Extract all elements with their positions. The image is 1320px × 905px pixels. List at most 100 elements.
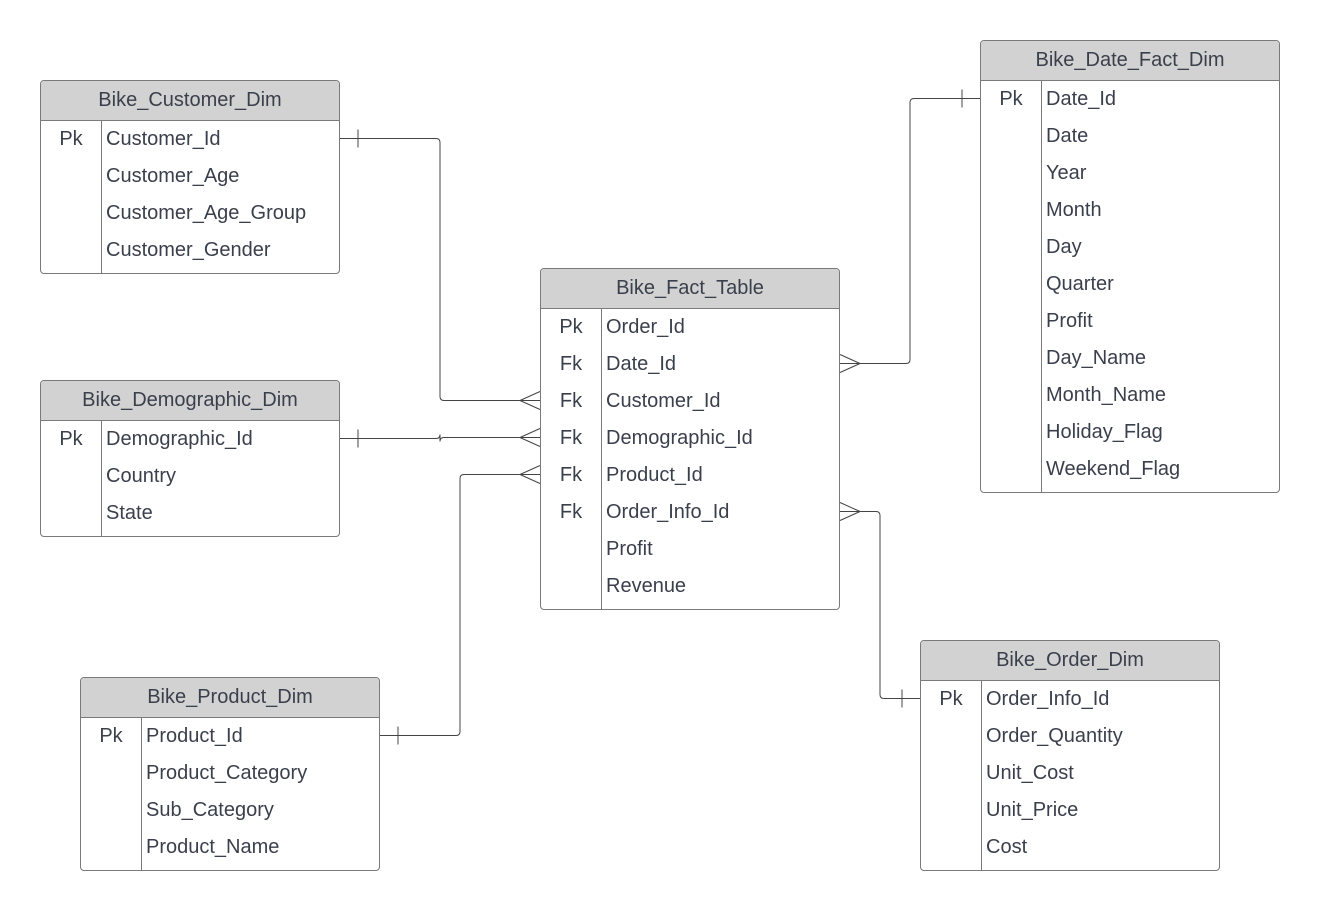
attribute-name: Product_Category (146, 762, 308, 784)
attribute-row: Country (41, 458, 339, 495)
attribute-name: Month (1046, 199, 1102, 221)
key-column-divider (1041, 81, 1042, 492)
attribute-name: Customer_Age (106, 165, 240, 187)
attribute-row: Pk Order_Id (541, 309, 839, 346)
attribute-name: Country (106, 465, 177, 487)
attribute-name: Product_Id (606, 464, 703, 486)
attribute-name: Sub_Category (146, 799, 274, 821)
attribute-name: Order_Info_Id (606, 501, 730, 523)
attribute-name: Demographic_Id (106, 428, 253, 450)
entity-title: Bike_Demographic_Dim (41, 381, 339, 421)
attribute-name: Product_Id (146, 725, 243, 747)
entity-title: Bike_Date_Fact_Dim (981, 41, 1279, 81)
key-marker: Pk (59, 128, 83, 150)
attribute-row: Cost (921, 829, 1219, 866)
attribute-name: Profit (1046, 310, 1093, 332)
attribute-name: Customer_Gender (106, 239, 271, 261)
attribute-name: Date_Id (1046, 88, 1117, 110)
key-marker: Pk (59, 428, 83, 450)
attribute-name: Day (1046, 236, 1082, 258)
attribute-row: Order_Quantity (921, 718, 1219, 755)
key-marker: Pk (999, 88, 1023, 110)
attribute-row: Product_Name (81, 829, 379, 866)
attribute-row: Product_Category (81, 755, 379, 792)
attribute-row: Revenue (541, 568, 839, 605)
attribute-name: Customer_Id (106, 128, 221, 150)
attribute-row: Pk Order_Info_Id (921, 681, 1219, 718)
attribute-name: Order_Quantity (986, 725, 1123, 747)
attribute-name: Customer_Age_Group (106, 202, 307, 224)
attribute-row: Customer_Age (41, 158, 339, 195)
attribute-name: Quarter (1046, 273, 1114, 295)
relationship-line (380, 474, 540, 736)
attribute-name: Day_Name (1046, 347, 1147, 369)
attribute-row: Customer_Gender (41, 232, 339, 269)
key-column-divider (101, 121, 102, 273)
key-marker: Fk (559, 464, 583, 486)
attribute-row: Pk Product_Id (81, 718, 379, 755)
key-marker: Pk (559, 316, 583, 338)
many-cardinality-marker (519, 391, 541, 410)
attribute-name: Cost (986, 836, 1028, 858)
many-cardinality-marker (519, 465, 541, 484)
key-marker: Fk (559, 427, 583, 449)
attribute-row: Profit (541, 531, 839, 568)
attribute-name: Order_Info_Id (986, 688, 1110, 710)
attribute-row: Weekend_Flag (981, 451, 1279, 488)
attribute-row: Month_Name (981, 377, 1279, 414)
entity-title: Bike_Fact_Table (541, 269, 839, 309)
attribute-row: Quarter (981, 266, 1279, 303)
key-column-divider (141, 718, 142, 870)
attribute-row: Profit (981, 303, 1279, 340)
many-cardinality-marker (519, 428, 541, 447)
many-cardinality-marker (839, 354, 861, 373)
attribute-name: Date (1046, 125, 1089, 147)
entity-title: Bike_Customer_Dim (41, 81, 339, 121)
attribute-row: Customer_Age_Group (41, 195, 339, 232)
attribute-name: Profit (606, 538, 653, 560)
key-marker: Pk (939, 688, 963, 710)
key-column-divider (981, 681, 982, 870)
attribute-row: Unit_Cost (921, 755, 1219, 792)
attribute-name: Date_Id (606, 353, 677, 375)
attribute-row: Month (981, 192, 1279, 229)
relationship-line (340, 138, 540, 401)
relationship-line (340, 434, 540, 442)
key-marker: Fk (559, 390, 583, 412)
attribute-name: Unit_Price (986, 799, 1079, 821)
attribute-name: Holiday_Flag (1046, 421, 1163, 443)
attribute-row: Fk Order_Info_Id (541, 494, 839, 531)
attribute-name: Customer_Id (606, 390, 721, 412)
attribute-name: Weekend_Flag (1046, 458, 1181, 480)
attribute-name: Product_Name (146, 836, 280, 858)
attribute-row: Holiday_Flag (981, 414, 1279, 451)
attribute-row: Fk Customer_Id (541, 383, 839, 420)
attribute-row: Sub_Category (81, 792, 379, 829)
attribute-name: Unit_Cost (986, 762, 1074, 784)
attribute-row: Day_Name (981, 340, 1279, 377)
attribute-name: Month_Name (1046, 384, 1167, 406)
attribute-name: State (106, 502, 153, 524)
key-column-divider (601, 309, 602, 609)
entity-title: Bike_Product_Dim (81, 678, 379, 718)
attribute-row: Pk Date_Id (981, 81, 1279, 118)
attribute-row: Pk Customer_Id (41, 121, 339, 158)
key-marker: Fk (559, 501, 583, 523)
attribute-name: Year (1046, 162, 1087, 184)
key-marker: Pk (99, 725, 123, 747)
attribute-name: Order_Id (606, 316, 685, 338)
